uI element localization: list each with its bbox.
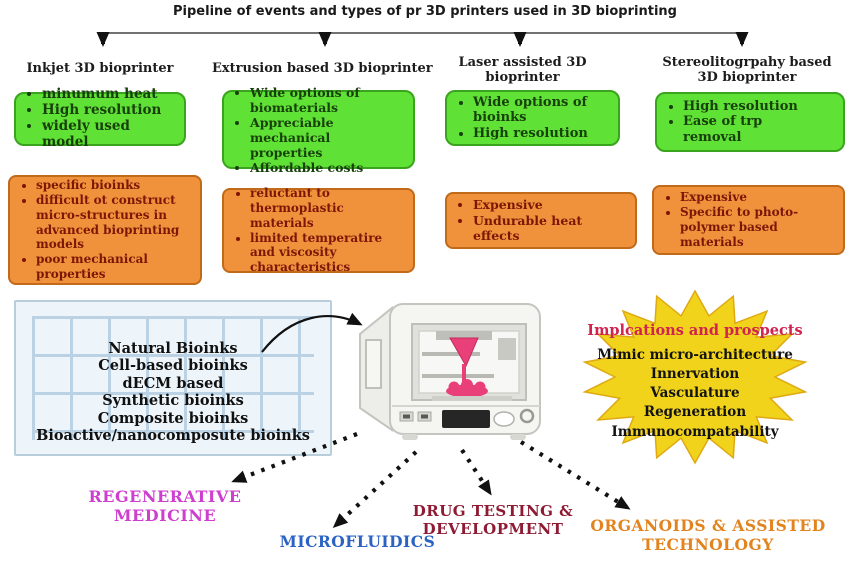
column-header-inkjet: Inkjet 3D bioprinter [26,61,174,76]
starburst-item: Mimic micro-architecture [597,347,793,363]
column-header-laser: Laser assisted 3D bioprinter [458,55,587,85]
outcome-microfluidics: MICROFLUIDICS [279,532,436,551]
arrow-to-drug-testing [460,448,492,496]
starburst-item: Innervation [650,366,740,383]
pros-box-stereolithography: High resolution Ease of trp removal [655,92,845,152]
pros-box-extrusion: Wide options of biomaterials Appreciable… [222,85,415,175]
column-header-stereolithography: Stereolitogrpahy based 3D bioprinter [662,55,832,85]
pros-item: widely used model [42,118,178,151]
cons-item: reluctant to thermoplastic materials [250,186,407,231]
bioink-item: Cell-based bioinks [98,357,248,375]
column-header-extrusion: Extrusion based 3D bioprinter [212,61,433,76]
starburst-item: Regeneration [643,404,747,421]
pros-list-stereolithography: High resolution Ease of trp removal [663,99,805,146]
cons-item: limited temperatire and viscosity charac… [250,231,407,276]
cons-item: difficult ot construct micro-structures … [36,193,194,253]
outcome-drug-testing: DRUG TESTING & DEVELOPMENT [412,502,574,538]
diagram-title: Pipeline of events and types of pr 3D pr… [173,4,677,19]
cons-box-extrusion: reluctant to thermoplastic materials lim… [222,186,415,275]
pros-item: Ease of trp removal [683,114,805,145]
printer-display [442,410,490,428]
starburst-item: Vasculature [650,385,740,402]
outcome-organoids: ORGANOIDS & ASSISTED TECHNOLOGY [590,516,826,554]
cons-item: Specific to photo-polymer based material… [680,205,837,250]
pros-item: High resolution [683,99,805,115]
pros-item: Appreciable mechanical properties [250,115,407,160]
pros-item: Affordable costs [250,160,407,175]
cons-list-inkjet: specific bioinks difficult ot construct … [16,178,194,282]
printed-object [446,384,488,398]
cons-box-stereolithography: Expensive Specific to photo-polymer base… [652,185,845,255]
cons-item: Expensive [473,197,629,213]
cons-box-inkjet: specific bioinks difficult ot construct … [8,175,202,285]
starburst-title: Implcations and prospects [587,322,803,339]
starburst-items: Mimic micro-architecture Innervation Vas… [555,346,835,442]
pros-list-extrusion: Wide options of biomaterials Appreciable… [230,85,407,175]
cons-item: poor mechanical properties [36,252,194,282]
cons-list-stereolithography: Expensive Specific to photo-polymer base… [660,190,837,250]
cons-item: Expensive [680,190,837,205]
starburst-item: Immunocompatability [611,423,779,440]
pros-item: High resolution [473,126,595,142]
cons-item: specific bioinks [36,178,194,193]
cons-item: Undurable heat effects [473,213,629,244]
bioinks-panel: Natural Bioinks Cell-based bioinks dECM … [14,300,332,456]
starburst-shape [582,289,808,465]
printer-illustration [359,303,541,440]
pros-item: Wide options of biomaterials [250,85,407,115]
bioink-item: Composite bioinks [97,409,249,427]
bioink-item: Bioactive/nanocomposute bioinks [36,426,310,444]
top-branch-connector [96,32,749,47]
bioink-item: dECM based [122,374,224,392]
outcome-regenerative-medicine: REGENERATIVE MEDICINE [88,487,242,526]
pros-list-laser: Wide options of bioinks High resolution [453,95,595,142]
cons-list-extrusion: reluctant to thermoplastic materials lim… [230,186,407,275]
pros-list-inkjet: minumum heat High resolution widely used… [22,86,178,151]
bioink-item: Natural Bioinks [108,340,238,357]
bioinks-list: Natural Bioinks Cell-based bioinks dECM … [16,340,330,444]
cons-list-laser: Expensive Undurable heat effects [453,197,629,244]
printer-extruder [449,337,479,368]
pros-box-inkjet: minumum heat High resolution widely used… [14,86,186,150]
starburst [582,289,808,465]
cons-box-laser: Expensive Undurable heat effects [445,192,637,249]
pros-item: High resolution [42,102,178,119]
pros-item: Wide options of bioinks [473,95,595,126]
bioink-item: Synthetic bioinks [102,392,244,410]
pros-box-laser: Wide options of bioinks High resolution [445,90,620,146]
pros-item: minumum heat [42,86,178,103]
